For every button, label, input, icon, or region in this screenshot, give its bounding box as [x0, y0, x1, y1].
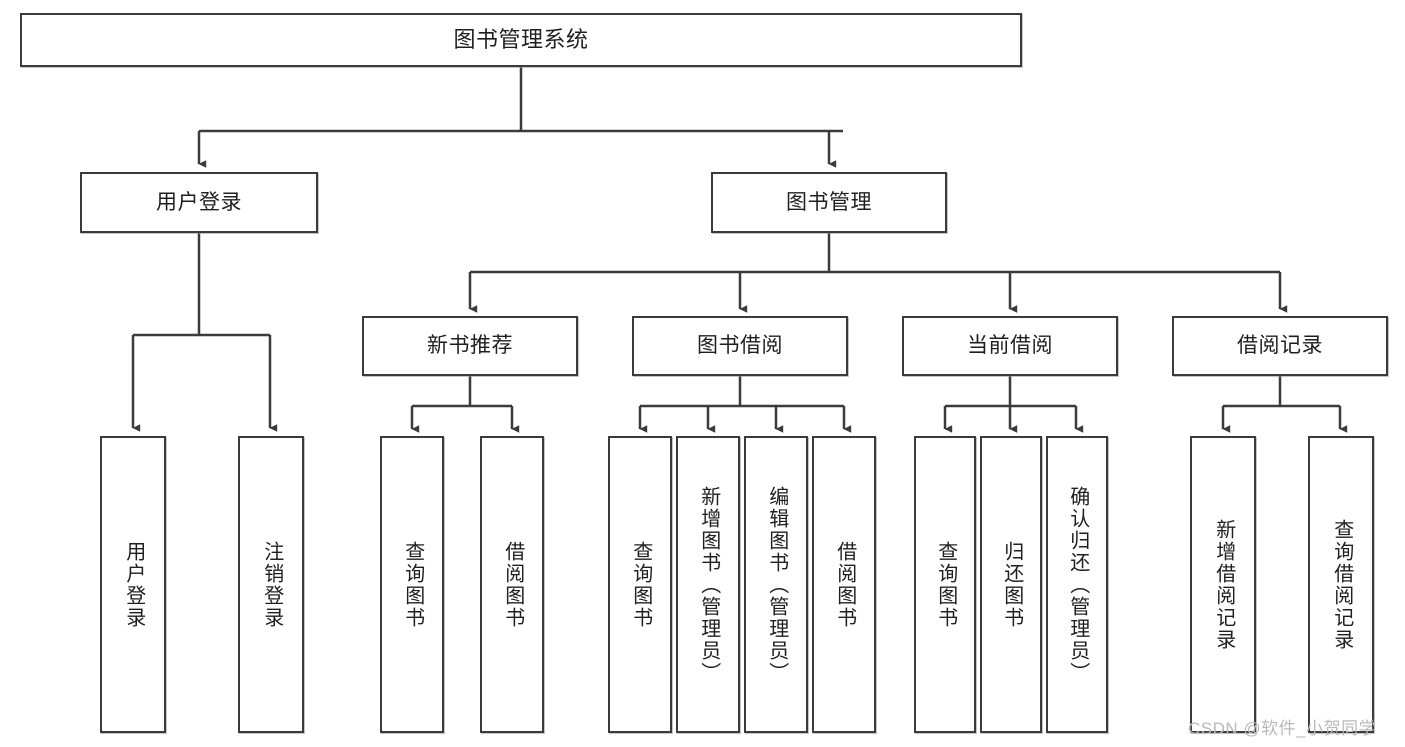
node-label: 用户登录 [156, 190, 242, 214]
node-label: 新增借阅记录 [1212, 518, 1235, 651]
leaf-borrow-add-book[interactable]: 新增图书（管理员） [676, 436, 740, 733]
leaf-current-query-book[interactable]: 查询图书 [914, 436, 976, 733]
node-new-book-recommend[interactable]: 新书推荐 [362, 316, 578, 376]
node-book-management[interactable]: 图书管理 [711, 172, 947, 233]
leaf-borrow-borrow-book[interactable]: 借阅图书 [812, 436, 876, 733]
leaf-borrow-query-book[interactable]: 查询图书 [608, 436, 672, 733]
node-root-system[interactable]: 图书管理系统 [20, 13, 1022, 67]
leaf-current-confirm-return[interactable]: 确认归还（管理员） [1046, 436, 1108, 733]
leaf-current-return-book[interactable]: 归还图书 [980, 436, 1042, 733]
node-label: 查询借阅记录 [1330, 518, 1353, 651]
watermark: CSDN @软件_小贺同学 [1188, 719, 1377, 738]
leaf-record-add[interactable]: 新增借阅记录 [1190, 436, 1256, 733]
node-book-borrow[interactable]: 图书借阅 [632, 316, 848, 376]
node-label: 用户登录 [122, 540, 145, 629]
node-label: 归还图书 [1000, 540, 1023, 629]
node-label: 查询图书 [934, 540, 957, 629]
node-label: 当前借阅 [967, 334, 1053, 358]
node-label: 借阅图书 [833, 540, 856, 629]
node-current-borrow[interactable]: 当前借阅 [902, 316, 1118, 376]
leaf-logout[interactable]: 注销登录 [238, 436, 304, 733]
node-label: 图书借阅 [697, 334, 783, 358]
leaf-borrow-edit-book[interactable]: 编辑图书（管理员） [744, 436, 808, 733]
node-label: 查询图书 [401, 540, 424, 629]
node-label: 借阅图书 [501, 540, 524, 629]
node-label: 新书推荐 [427, 334, 513, 358]
leaf-new-book-borrow[interactable]: 借阅图书 [480, 436, 544, 733]
node-label: 查询图书 [629, 540, 652, 629]
node-borrow-record[interactable]: 借阅记录 [1172, 316, 1388, 376]
node-label: 确认归还（管理员） [1066, 485, 1089, 684]
node-user-login[interactable]: 用户登录 [80, 172, 318, 233]
node-label: 借阅记录 [1237, 334, 1323, 358]
leaf-user-login[interactable]: 用户登录 [100, 436, 166, 733]
node-label: 图书管理 [786, 190, 872, 214]
leaf-new-book-query[interactable]: 查询图书 [380, 436, 444, 733]
node-label: 图书管理系统 [453, 26, 589, 52]
node-label: 新增图书（管理员） [697, 485, 720, 684]
node-label: 编辑图书（管理员） [765, 485, 788, 684]
leaf-record-query[interactable]: 查询借阅记录 [1308, 436, 1374, 733]
node-label: 注销登录 [260, 540, 283, 629]
